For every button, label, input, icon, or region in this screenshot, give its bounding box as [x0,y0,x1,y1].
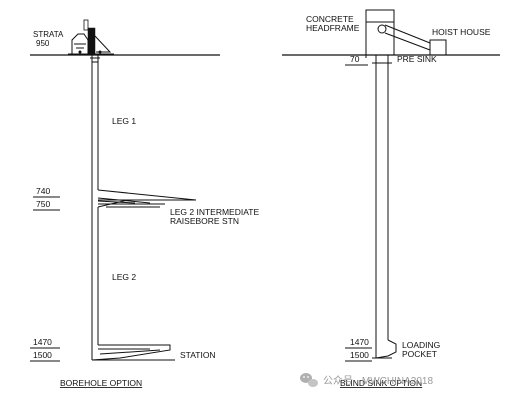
leg2-label: LEG 2 [112,272,136,282]
raisebore-station-label: RAISEBORE STN [170,216,239,226]
depth-1500-label-right: 1500 [350,350,369,360]
loading-pocket-outline [375,339,397,359]
concrete-headframe-icon [365,9,431,58]
depth-1470-label: 1470 [33,337,52,347]
drill-rig-icon [68,19,114,55]
depth-750-label: 750 [36,199,50,209]
loading-pocket-label-line2: POCKET [402,349,437,359]
bottom-station-outline [91,344,171,361]
borehole-option-title: BOREHOLE OPTION [60,378,142,388]
headframe-label-line1: CONCRETE [306,14,354,24]
borehole-option-panel: STRATA 950 740 750 [30,19,259,388]
loading-pocket-label-line1: LOADING [402,340,440,350]
depth-70-label: 70 [350,54,360,64]
depth-740-label: 740 [36,186,50,196]
depth-1470-label-right: 1470 [350,337,369,347]
blind-sink-option-title: BLIND SINK OPTION [340,378,422,388]
leg1-label: LEG 1 [112,116,136,126]
depth-1500-label: 1500 [33,350,52,360]
hoist-house-label: HOIST HOUSE [432,27,491,37]
strata-value: 950 [36,39,50,48]
pre-sink-label: PRE SINK [397,54,437,64]
watermark-text: 公众号 · MWCHINA2018 [323,375,433,387]
leg2-intermediate-label: LEG 2 INTERMEDIATE [170,207,259,217]
strata-label: STRATA [33,30,64,39]
headframe-label-line2: HEADFRAME [306,23,360,33]
station-label: STATION [180,350,216,360]
wechat-icon [300,373,318,387]
hoist-house-icon [429,39,447,56]
blind-sink-option-panel: CONCRETE HEADFRAME HOIST HOUSE 70 PRE SI… [282,9,500,388]
watermark: 公众号 · MWCHINA2018 [300,373,433,387]
